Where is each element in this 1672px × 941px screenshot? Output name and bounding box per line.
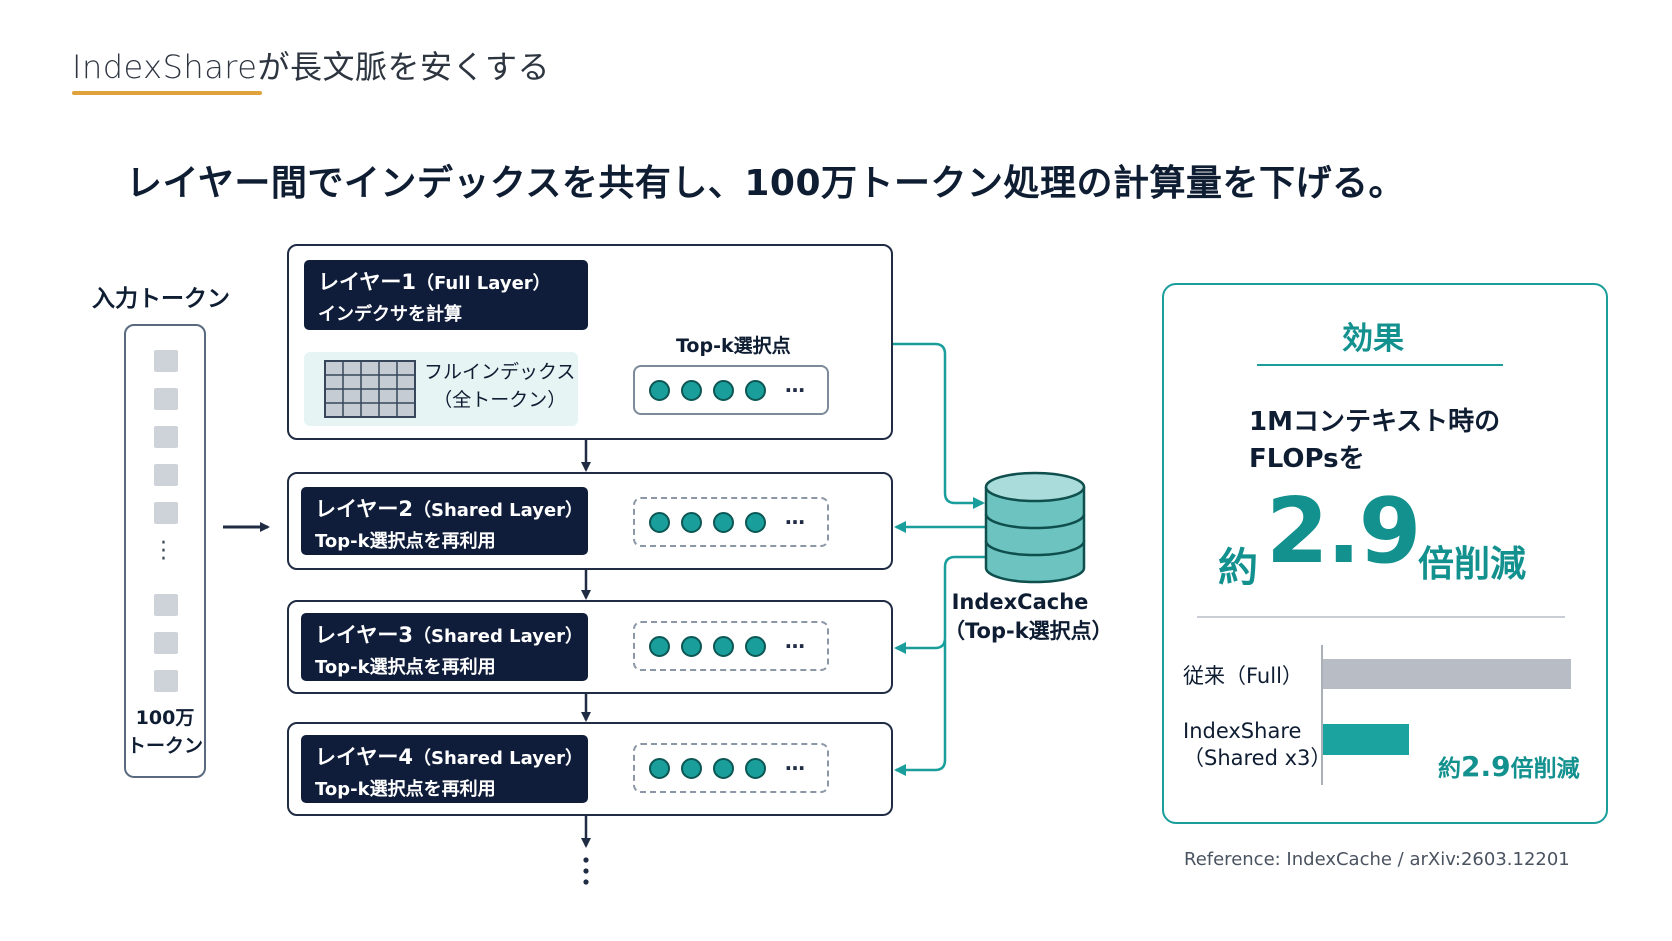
layer-4-type: （Shared Layer）	[412, 748, 584, 769]
token-column: ··· 100万 トークン	[124, 324, 206, 778]
selected-point	[649, 380, 670, 401]
effect-prefix: 約	[1218, 545, 1258, 591]
selected-point	[745, 380, 766, 401]
token-count: 100万 トークン	[126, 704, 204, 760]
bar-annotation-suffix: 倍削減	[1510, 756, 1580, 782]
layer-2-name: レイヤー2	[315, 497, 413, 521]
effect-suffix: 倍削減	[1418, 544, 1527, 585]
full-index-text: フルインデックス （全トークン）	[424, 358, 575, 414]
bar-label-indexshare-sub: （Shared x3）	[1183, 746, 1332, 770]
headline: レイヤー間でインデックスを共有し、100万トークン処理の計算量を下げる。	[126, 163, 1405, 204]
layer-4-desc: Top-k選択点を再利用	[315, 779, 496, 800]
layer-1-type: （Full Layer）	[415, 273, 551, 294]
token	[154, 594, 178, 616]
reference-text: Reference: IndexCache / arXiv:2603.12201	[1184, 849, 1570, 870]
bar-label-indexshare-name: IndexShare	[1183, 719, 1302, 743]
selected-point	[713, 380, 734, 401]
bar-chart-axis	[1321, 645, 1323, 785]
full-index-panel: フルインデックス （全トークン）	[304, 352, 578, 426]
topk-dots-layer-2: …	[633, 497, 829, 547]
token	[154, 350, 178, 372]
reused-point	[681, 636, 702, 657]
index-grid-icon	[324, 360, 416, 418]
topk-label: Top-k選択点	[676, 335, 791, 357]
title-underline	[72, 91, 262, 95]
index-cache-label: IndexCache （Top-k選択点）	[944, 588, 1113, 646]
token	[154, 632, 178, 654]
reused-point	[713, 512, 734, 533]
effect-description: 1Mコンテキスト時の FLOPsを	[1249, 404, 1500, 478]
reused-point	[745, 512, 766, 533]
token	[154, 388, 178, 410]
read-cache-arrow-3	[894, 555, 985, 654]
topk-dots-layer-3: …	[633, 621, 829, 671]
token	[154, 670, 178, 692]
effect-desc-line1: 1Mコンテキスト時の	[1249, 407, 1501, 437]
write-cache-arrow	[893, 342, 985, 509]
layer-3-name: レイヤー3	[315, 623, 413, 647]
token-count-unit: トークン	[126, 735, 203, 757]
layer-2-label: レイヤー2（Shared Layer） Top-k選択点を再利用	[301, 487, 588, 555]
token-vertical-dots: ···	[160, 531, 167, 572]
index-cache-name: IndexCache	[951, 590, 1089, 614]
topk-dots-layer-4: …	[633, 743, 829, 793]
reused-point	[649, 758, 670, 779]
reused-point	[713, 636, 734, 657]
reused-point	[681, 758, 702, 779]
bar-indexshare	[1323, 724, 1409, 755]
layer-1-name: レイヤー1	[318, 270, 416, 294]
slide-title: IndexShareが長文脈を安くする	[72, 48, 550, 86]
reused-point	[745, 636, 766, 657]
layer-4-box: レイヤー4（Shared Layer） Top-k選択点を再利用	[287, 722, 893, 816]
effect-desc-line2: FLOPsを	[1249, 444, 1365, 474]
bar-annotation-prefix: 約	[1438, 756, 1461, 782]
input-tokens-label: 入力トークン	[92, 286, 230, 312]
layer-4-label: レイヤー4（Shared Layer） Top-k選択点を再利用	[301, 735, 588, 803]
layer-2-desc: Top-k選択点を再利用	[315, 531, 496, 552]
bar-label-full: 従来（Full）	[1183, 664, 1303, 688]
reused-point	[649, 512, 670, 533]
ellipsis: …	[785, 505, 805, 529]
ellipsis: …	[785, 751, 805, 775]
layer-4-name: レイヤー4	[315, 745, 413, 769]
layer-3-desc: Top-k選択点を再利用	[315, 657, 496, 678]
bar-full	[1323, 659, 1571, 689]
effect-title-rule	[1257, 364, 1503, 366]
topk-dots-layer-1: …	[633, 365, 829, 415]
layer-1-desc: インデクサを計算	[318, 304, 462, 325]
reused-point	[649, 636, 670, 657]
layer-3-box: レイヤー3（Shared Layer） Top-k選択点を再利用	[287, 600, 893, 694]
full-index-sub: （全トークン）	[433, 389, 567, 411]
database-icon	[984, 471, 1086, 584]
layer-3-type: （Shared Layer）	[412, 626, 584, 647]
index-cache-sub: （Top-k選択点）	[944, 619, 1113, 643]
reused-point	[713, 758, 734, 779]
selected-point	[681, 380, 702, 401]
token	[154, 502, 178, 524]
ellipsis: …	[785, 373, 805, 397]
continuation-dots	[583, 857, 589, 885]
reused-point	[681, 512, 702, 533]
bar-reduction-annotation: 約2.9倍削減	[1438, 749, 1580, 783]
bar-annotation-value: 2.9	[1461, 750, 1511, 783]
full-index-title: フルインデックス	[424, 361, 576, 383]
token-count-number: 100万	[135, 707, 195, 729]
effect-number: 2.9	[1266, 479, 1421, 584]
read-cache-arrow-4	[894, 640, 947, 776]
layer-2-type: （Shared Layer）	[412, 500, 584, 521]
layer-2-box: レイヤー2（Shared Layer） Top-k選択点を再利用	[287, 472, 893, 570]
reused-point	[745, 758, 766, 779]
layer-3-label: レイヤー3（Shared Layer） Top-k選択点を再利用	[301, 613, 588, 681]
effect-title: 効果	[1342, 321, 1404, 357]
bar-label-indexshare: IndexShare （Shared x3）	[1183, 718, 1331, 772]
ellipsis: …	[785, 629, 805, 653]
effect-divider	[1197, 616, 1565, 618]
token	[154, 426, 178, 448]
token	[154, 464, 178, 486]
layer-1-label: レイヤー1（Full Layer） インデクサを計算	[304, 260, 588, 330]
